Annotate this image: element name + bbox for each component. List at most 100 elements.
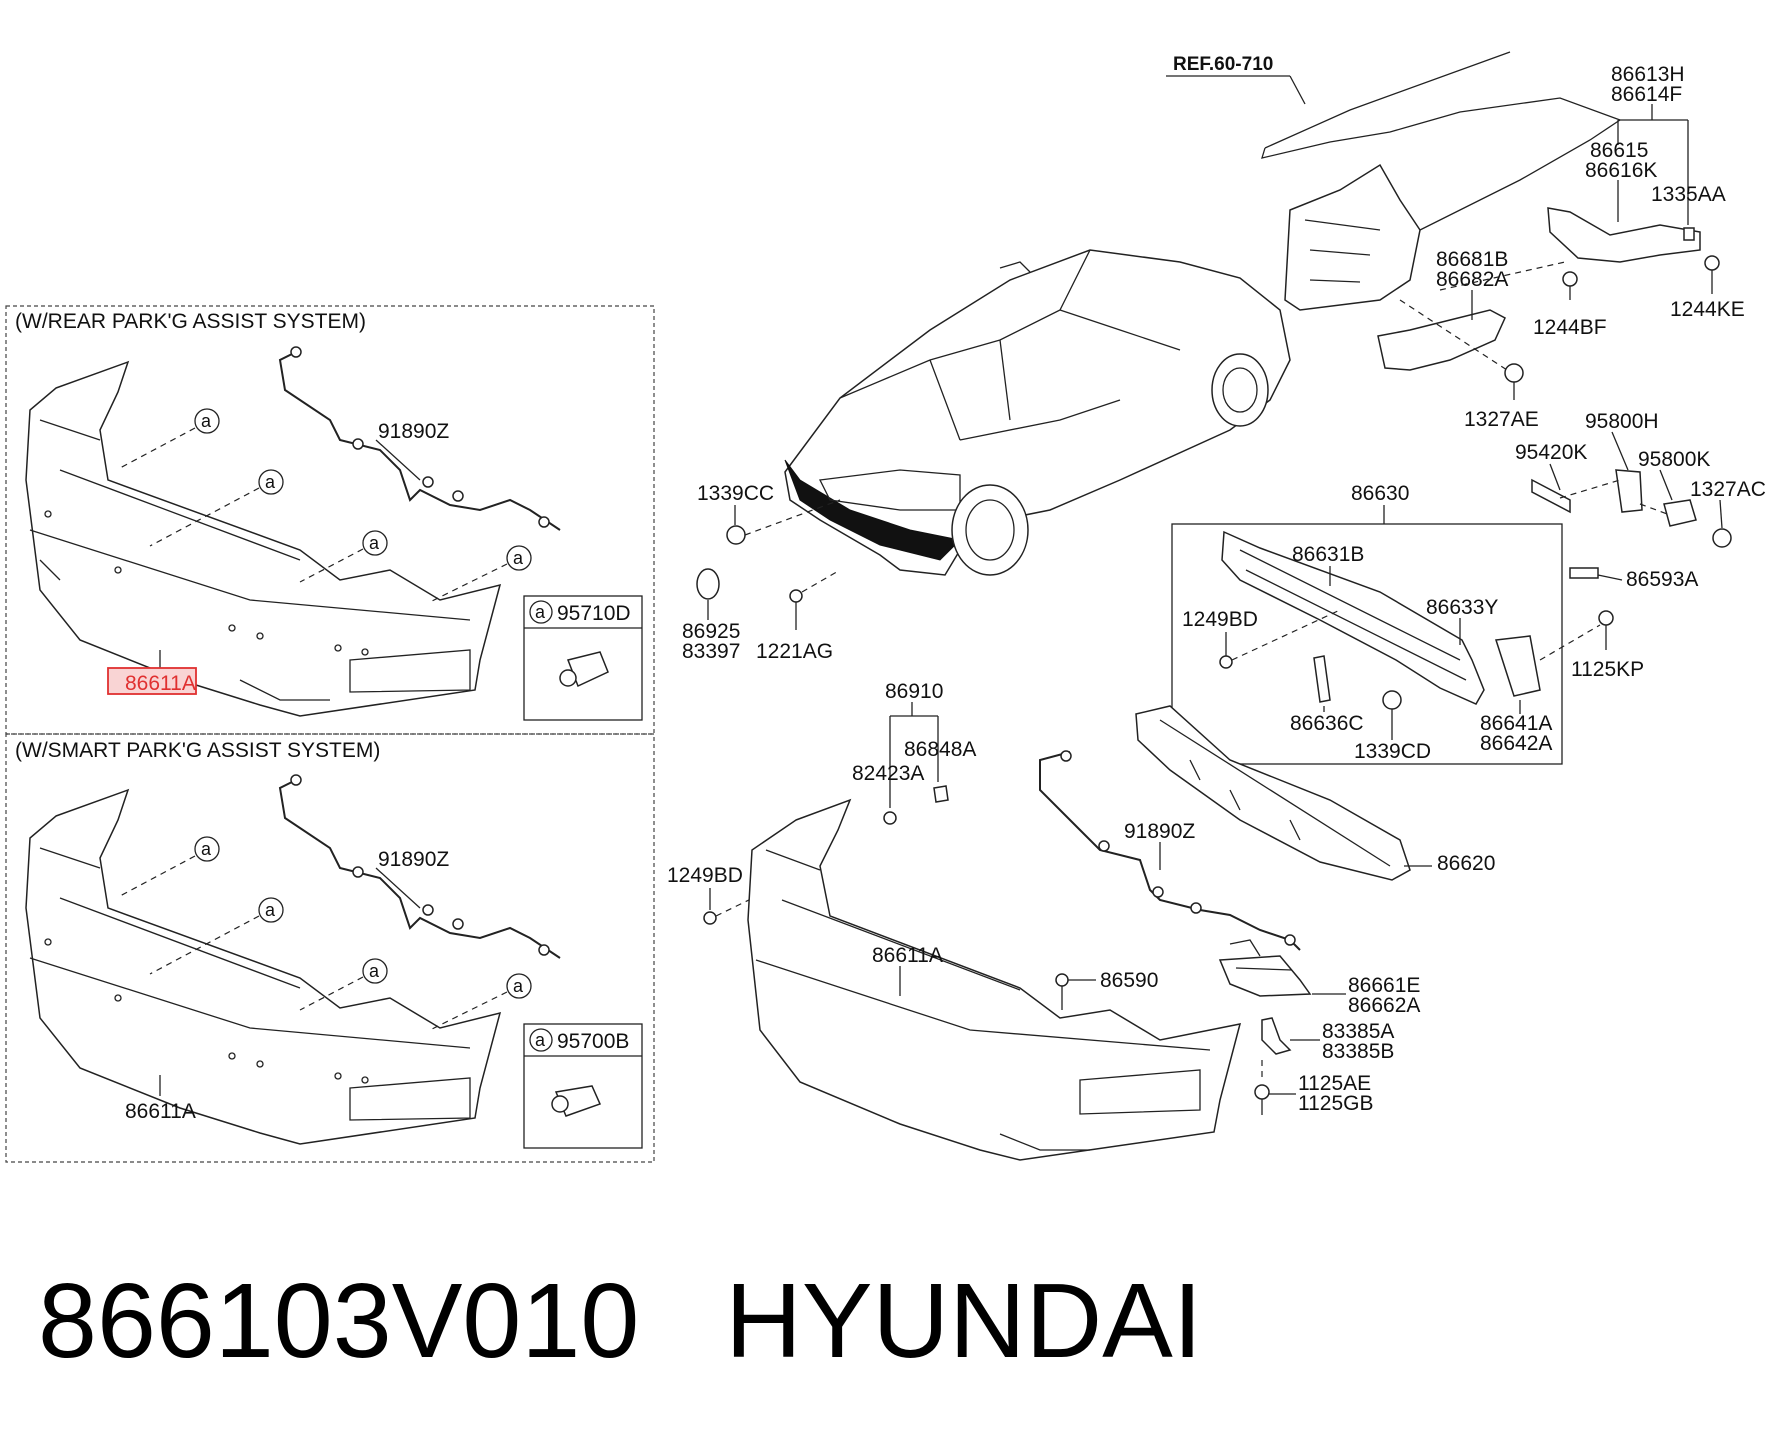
clip-86590 [1055, 973, 1069, 987]
label-1244KE: 1244KE [1670, 298, 1745, 321]
label-91890Z-bottom: 91890Z [378, 848, 449, 871]
label-86631B: 86631B [1292, 543, 1364, 566]
callout-a-3: a [299, 530, 388, 583]
clip-86848A [933, 785, 949, 803]
label-ref-60-710: REF.60-710 [1173, 54, 1273, 75]
side-bracket-panel [1284, 163, 1421, 311]
label-86615: 86615 [1590, 139, 1648, 162]
label-1125AE: 1125AE [1298, 1072, 1371, 1095]
label-1327AC: 1327AC [1690, 478, 1766, 501]
smart-assist-panel [5, 733, 655, 1163]
label-1327AE: 1327AE [1464, 408, 1539, 431]
label-86925: 86925 [682, 620, 740, 643]
garnish-86661E [1218, 955, 1312, 997]
label-86642A: 86642A [1480, 732, 1552, 755]
label-86611A-highlight: 86611A [125, 672, 196, 695]
bracket-83385A [1261, 1017, 1292, 1055]
parking-sensor-icon-2 [551, 1095, 569, 1113]
label-1125KP: 1125KP [1571, 658, 1644, 681]
callout-a-4: a [429, 545, 532, 603]
label-86662A: 86662A [1348, 994, 1420, 1017]
label-1249BD-b: 1249BD [667, 864, 743, 887]
label-95420K: 95420K [1515, 441, 1587, 464]
svg-text:a: a [535, 1030, 546, 1050]
label-1125GB: 1125GB [1298, 1092, 1374, 1115]
plug-86925 [696, 568, 720, 600]
svg-text:a: a [535, 602, 546, 622]
label-86682A: 86682A [1436, 268, 1508, 291]
label-86661E: 86661E [1348, 974, 1420, 997]
footer-part-number: 866103V010 [38, 1262, 640, 1380]
label-95800H: 95800H [1585, 410, 1659, 433]
label-86630: 86630 [1351, 482, 1409, 505]
sensor-box-smart-assist: a 95700B [523, 1023, 643, 1149]
clip-86593A [1569, 567, 1599, 579]
highlight-86611A [107, 667, 197, 695]
svg-text:a: a [201, 839, 212, 859]
rear-assist-panel-title: (W/REAR PARK'G ASSIST SYSTEM) [15, 310, 366, 333]
svg-text:a: a [201, 411, 212, 431]
bumper-cover-rear-assist [25, 360, 502, 717]
label-86593A: 86593A [1626, 568, 1698, 591]
label-95700B: 95700B [557, 1030, 629, 1053]
label-86614F: 86614F [1611, 83, 1682, 106]
bracket-95420K [1531, 478, 1571, 514]
label-83397: 83397 [682, 640, 740, 663]
nut-1339CC [726, 525, 746, 545]
label-86633Y: 86633Y [1426, 596, 1498, 619]
bumper-cover-main [747, 798, 1242, 1161]
bumper-cover-smart-assist [25, 788, 502, 1145]
parking-sensor-icon [559, 669, 577, 687]
label-86848A: 86848A [904, 738, 976, 761]
label-1339CD: 1339CD [1354, 740, 1431, 763]
label-91890Z-main: 91890Z [1124, 820, 1195, 843]
svg-text:a: a [369, 961, 380, 981]
label-86616K: 86616K [1585, 159, 1657, 182]
label-86611A-bottom: 86611A [125, 1100, 196, 1123]
upper-right-bracket [1547, 207, 1701, 263]
sensor-box-rear-assist: a 95710D [523, 595, 643, 721]
label-83385B: 83385B [1322, 1040, 1394, 1063]
screw-1221AG [789, 589, 803, 603]
label-86613H: 86613H [1611, 63, 1685, 86]
label-91890Z-top: 91890Z [378, 420, 449, 443]
wiring-harness-main [1039, 750, 1301, 951]
bracket-86641A [1495, 635, 1541, 697]
washer-82423A [883, 811, 897, 825]
clip-86636C [1313, 655, 1331, 703]
wiring-harness-smart-assist [278, 774, 561, 959]
svg-text:a: a [513, 976, 524, 996]
label-83385A: 83385A [1322, 1020, 1394, 1043]
callout-a-8: a [429, 973, 532, 1031]
wiring-harness-rear-assist [278, 346, 561, 531]
smart-assist-panel-title: (W/SMART PARK'G ASSIST SYSTEM) [15, 739, 380, 762]
callout-a-1: a [119, 408, 220, 469]
energy-absorber [1135, 705, 1411, 881]
label-1335AA: 1335AA [1651, 183, 1726, 206]
label-82423A: 82423A [852, 762, 924, 785]
label-95710D: 95710D [557, 602, 631, 625]
svg-text:a: a [265, 472, 276, 492]
label-1244BF: 1244BF [1533, 316, 1607, 339]
label-86590: 86590 [1100, 969, 1158, 992]
callout-a-7: a [299, 958, 388, 1011]
label-1221AG: 1221AG [756, 640, 833, 663]
footer-brand: HYUNDAI [725, 1262, 1203, 1380]
label-1339CC: 1339CC [697, 482, 774, 505]
sensor-unit-95800K [1663, 499, 1697, 527]
svg-text:a: a [265, 900, 276, 920]
label-86910: 86910 [885, 680, 943, 703]
label-86636C: 86636C [1290, 712, 1364, 735]
rear-beam-box [1171, 523, 1563, 765]
label-86681B: 86681B [1436, 248, 1508, 271]
svg-text:a: a [369, 533, 380, 553]
svg-text:a: a [513, 548, 524, 568]
label-86641A: 86641A [1480, 712, 1552, 735]
vehicle-illustration [784, 249, 1291, 576]
callout-a-2: a [149, 469, 284, 547]
bolt-1125AE [1254, 1084, 1270, 1100]
label-86620: 86620 [1437, 852, 1495, 875]
rear-beam [1221, 530, 1485, 705]
